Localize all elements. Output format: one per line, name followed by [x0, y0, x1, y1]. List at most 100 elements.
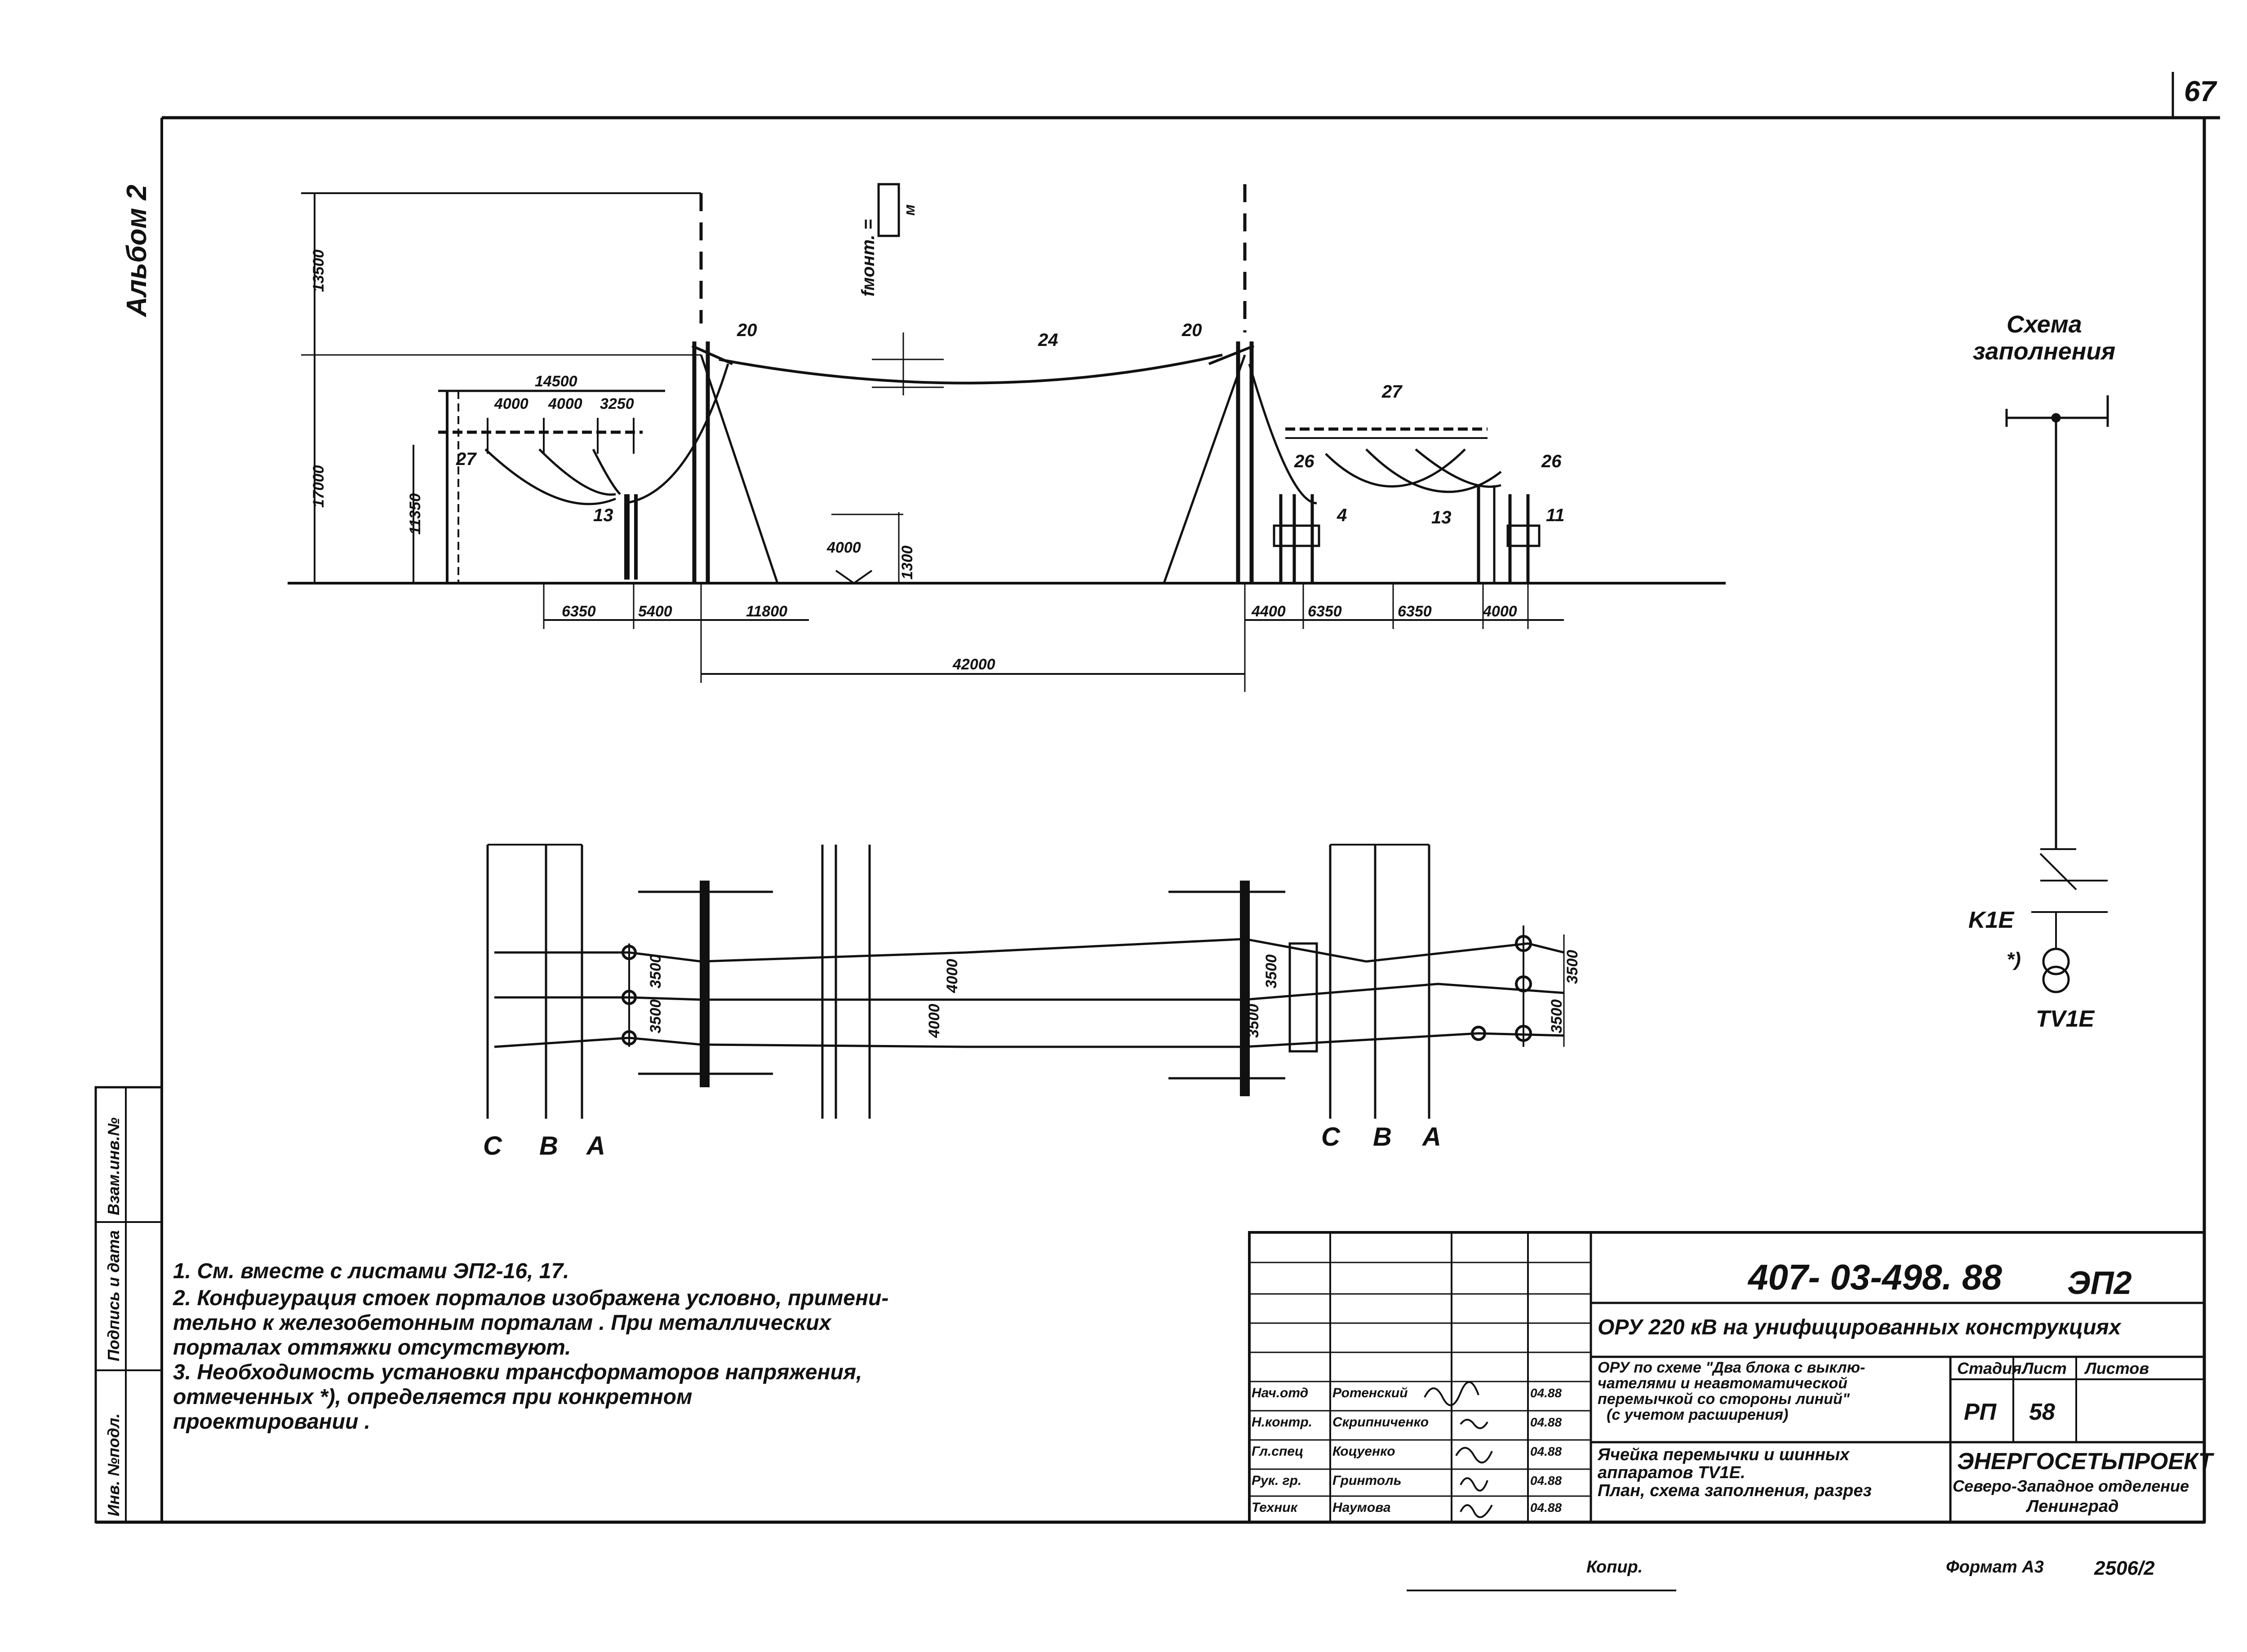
doc-code: 407- 03-498. 88	[1747, 1257, 2002, 1297]
dim-14500: 14500	[535, 373, 577, 390]
callout-27-left: 27	[456, 449, 477, 469]
plan-dim-l1: 3500	[647, 954, 664, 988]
callout-26-left: 26	[1294, 452, 1314, 471]
stamp-replace: Взам.инв.№	[104, 1117, 123, 1215]
section-view	[288, 183, 1726, 692]
dim-6350: 6350	[562, 603, 596, 620]
project-title: ОРУ 220 кВ на унифицированных конструкци…	[1598, 1315, 2122, 1339]
plan-dim-r2: 3500	[1245, 1004, 1262, 1038]
plan-dim-rr1: 3500	[1564, 950, 1581, 984]
staff-date-4: 04.88	[1530, 1501, 1562, 1515]
desc1-line3: перемычкой со стороны линий"	[1598, 1391, 1850, 1408]
phase-left-b: B	[539, 1131, 558, 1160]
sheet-header: Лист	[2021, 1359, 2067, 1377]
staff-role-0: Нач.отд	[1252, 1386, 1308, 1400]
title-block-text: 407- 03-498. 88 ЭП2 ОРУ 220 кВ на унифиц…	[1252, 1257, 2215, 1516]
sheet-code: ЭП2	[2067, 1265, 2132, 1301]
sheet-value: 58	[2029, 1399, 2055, 1425]
staff-date-0: 04.88	[1530, 1386, 1562, 1400]
stage-value: РП	[1964, 1399, 1997, 1425]
phase-right-c: C	[1321, 1122, 1341, 1152]
note-line-2: 2. Конфигурация стоек порталов изображен…	[173, 1286, 888, 1310]
desc2-line3: План, схема заполнения, разрез	[1598, 1481, 1872, 1500]
phase-right-a: A	[1421, 1122, 1441, 1152]
staff-name-1: Скрипниченко	[1332, 1415, 1429, 1430]
dim-3250: 3250	[600, 395, 634, 412]
section-dimensions: 13500 17000 11350 14500 4000 4000 3250 6…	[310, 204, 1565, 673]
footer-number: 2506/2	[2094, 1557, 2155, 1579]
title-block-grid	[1248, 1231, 2206, 1524]
plan-dim-l2: 3500	[647, 999, 664, 1033]
callout-24: 24	[1038, 330, 1058, 350]
footer-copied: Копир.	[1586, 1558, 1643, 1577]
dim-17000: 17000	[310, 465, 327, 508]
note-line-3: тельно к железобетонным порталам . При м…	[173, 1311, 832, 1335]
dim-1300: 1300	[899, 545, 916, 580]
notes: 1. См. вместе с листами ЭП2-16, 17. 2. К…	[173, 1259, 888, 1434]
staff-name-4: Наумова	[1332, 1500, 1391, 1515]
note-line-6: отмеченных *), определяется при конкретн…	[173, 1385, 693, 1409]
dim-11800: 11800	[746, 603, 787, 620]
dim-4000-mid: 4000	[826, 539, 861, 556]
dim-6350-b: 6350	[1308, 603, 1342, 620]
fill-schema	[2005, 395, 2109, 993]
callout-27-right: 27	[1381, 382, 1403, 402]
dim-11350: 11350	[407, 493, 424, 535]
schema-title-2: заполнения	[1973, 338, 2115, 365]
phase-left-c: C	[483, 1131, 502, 1160]
staff-role-2: Гл.спец	[1252, 1444, 1303, 1459]
staff-date-3: 04.88	[1530, 1474, 1562, 1488]
callout-13-left: 13	[593, 505, 613, 525]
note-line-7: проектировании .	[173, 1410, 370, 1434]
staff-name-0: Ротенский	[1332, 1386, 1408, 1400]
stage-header: Стадия	[1957, 1359, 2021, 1377]
schema-title-1: Схема	[2007, 311, 2082, 338]
plan-dim-mid2: 4000	[926, 1004, 943, 1038]
org-dept: Северо-Западное отделение	[1953, 1477, 2189, 1495]
staff-role-4: Техник	[1252, 1500, 1298, 1515]
plan-dimensions: 3500 3500 4000 4000 3500 3500 3500 3500 …	[483, 950, 1581, 1160]
org-name: ЭНЕРГОСЕТЬПРОЕКТ	[1957, 1448, 2215, 1475]
sag-unit: м	[901, 204, 918, 216]
sag-label: fмонт. =	[858, 219, 878, 297]
dim-4000-c: 4000	[1483, 603, 1517, 620]
desc1-line4: (с учетом расширения)	[1607, 1406, 1788, 1423]
staff-date-1: 04.88	[1530, 1415, 1562, 1429]
desc2-line1: Ячейка перемычки и шинных	[1597, 1445, 1850, 1464]
desc1-line2: чателями и неавтоматической	[1598, 1375, 1847, 1392]
staff-name-2: Коцуенко	[1332, 1444, 1395, 1459]
dim-4400: 4400	[1251, 603, 1286, 620]
dim-42000: 42000	[952, 656, 995, 673]
page-number: 67	[2184, 75, 2218, 107]
plan-dim-rr2: 3500	[1548, 999, 1565, 1033]
staff-role-1: Н.контр.	[1252, 1415, 1312, 1430]
album-label: Альбом 2	[121, 185, 152, 318]
callout-11: 11	[1546, 505, 1565, 525]
stamp-sign: Подпись и дата	[104, 1230, 123, 1361]
note-line-4: порталах оттяжки отсутствуют.	[173, 1336, 571, 1360]
phase-right-b: B	[1373, 1122, 1392, 1152]
callout-4: 4	[1337, 505, 1347, 525]
staff-date-2: 04.88	[1530, 1444, 1562, 1458]
callout-20-left: 20	[737, 320, 757, 340]
dim-4000-a: 4000	[494, 395, 528, 412]
dim-6350-c: 6350	[1398, 603, 1432, 620]
desc1-line1: ОРУ по схеме "Два блока с выклю-	[1598, 1359, 1865, 1376]
schema-star: *)	[2007, 948, 2021, 970]
desc2-line2: аппаратов TV1E.	[1598, 1463, 1745, 1482]
callout-20-right: 20	[1181, 320, 1202, 340]
staff-name-3: Гринтоль	[1332, 1473, 1402, 1488]
stamp-inv: Инв. №подл.	[104, 1413, 123, 1516]
plan-dim-r1: 3500	[1263, 954, 1280, 988]
sheets-header: Листов	[2084, 1359, 2149, 1377]
plan-dim-mid1: 4000	[944, 959, 961, 993]
dim-4000-b: 4000	[548, 395, 582, 412]
schema-k1e: K1E	[1968, 907, 2014, 933]
signatures	[1424, 1381, 1493, 1518]
callout-26-right: 26	[1541, 452, 1562, 471]
note-line-5: 3. Необходимость установки трансформатор…	[173, 1360, 862, 1384]
side-stamp: Инв. №подл. Подпись и дата Взам.инв.№	[94, 1086, 163, 1524]
dim-13500: 13500	[310, 249, 327, 292]
staff-role-3: Рук. гр.	[1252, 1473, 1301, 1488]
